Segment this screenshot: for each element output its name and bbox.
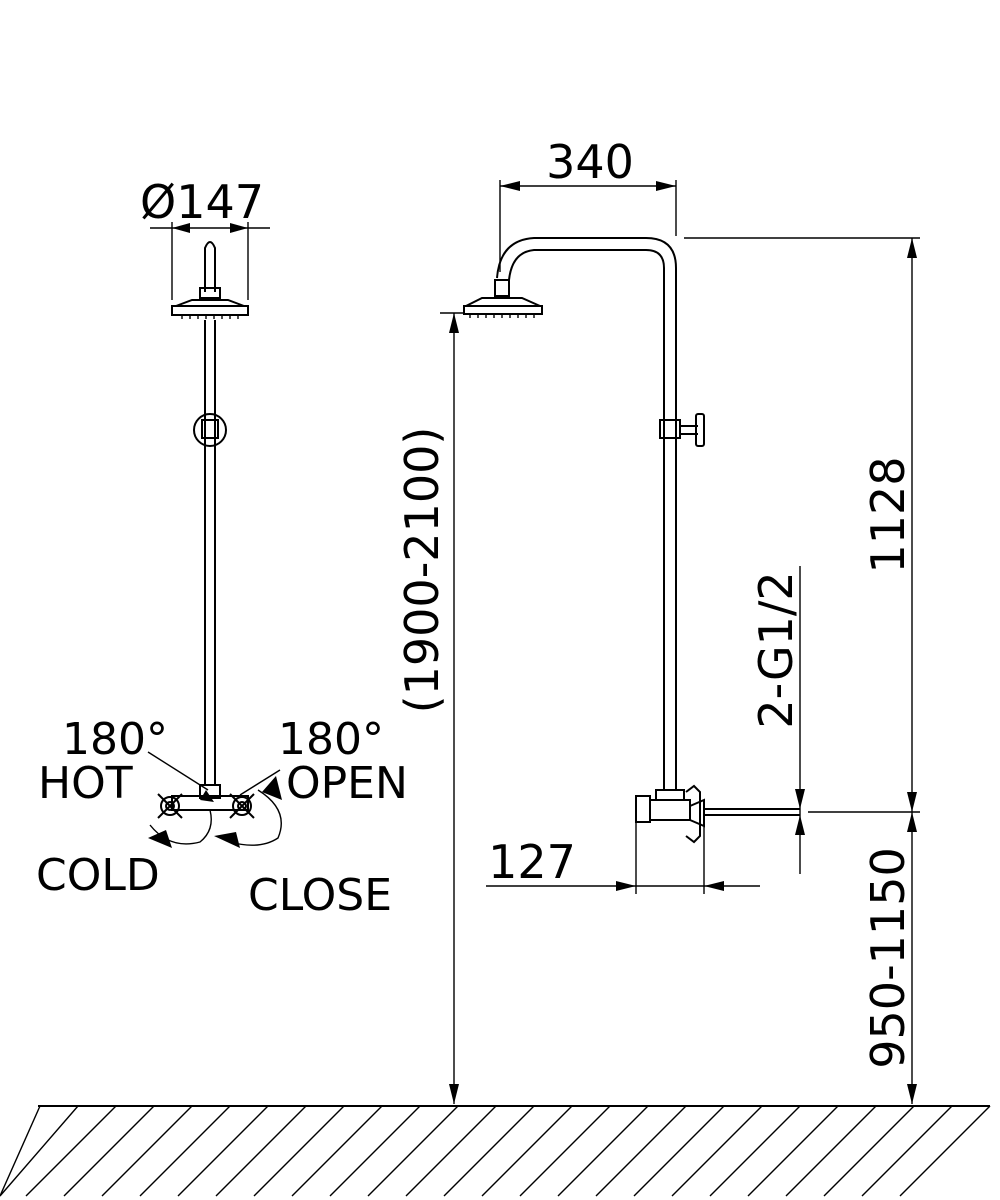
hatch-line — [823, 1105, 915, 1197]
hatch-line — [709, 1105, 801, 1197]
hatch-line — [25, 1105, 117, 1197]
mixer-front — [157, 784, 255, 819]
hatch-line — [215, 1105, 307, 1197]
hatch-line — [595, 1105, 687, 1197]
head-diameter-label: Ø147 — [140, 175, 264, 229]
shower-head-front — [171, 287, 249, 319]
hatch-line — [139, 1105, 231, 1197]
hatch-line — [367, 1105, 459, 1197]
shower-head-side — [463, 279, 543, 318]
mixer-side — [635, 784, 800, 844]
hatch-line — [861, 1105, 953, 1197]
cold-label: COLD — [36, 850, 160, 901]
hatch-line — [177, 1105, 269, 1197]
riser-height-label: 1128 — [861, 456, 915, 573]
dimension-texts: Ø147 340 (1900-2100) 1128 950-1150 2-G1/… — [140, 135, 915, 1069]
floor-hatch — [0, 1105, 991, 1197]
open-label: OPEN — [286, 758, 408, 809]
hatch-line — [443, 1105, 535, 1197]
hatch-line — [899, 1105, 991, 1197]
hatch-line — [481, 1105, 573, 1197]
side-view — [463, 237, 800, 844]
hatch-line — [0, 1105, 41, 1197]
total-height-label: (1900-2100) — [395, 427, 449, 714]
wall-offset-label: 127 — [488, 835, 576, 889]
rotation-indicators — [147, 751, 282, 848]
slider-bracket-front — [193, 413, 227, 447]
hatch-line — [633, 1105, 725, 1197]
dimension-lines — [440, 180, 920, 1104]
diameter-dimension — [150, 222, 270, 300]
hatch-line — [63, 1105, 155, 1197]
hatch-line — [557, 1105, 649, 1197]
hatch-line — [0, 1105, 79, 1197]
hatch-line — [253, 1105, 345, 1197]
hatch-line — [519, 1105, 611, 1197]
arm-reach-label: 340 — [546, 135, 634, 189]
hatch-line — [101, 1105, 193, 1197]
hatch-line — [785, 1105, 877, 1197]
inlet-height-label: 950-1150 — [861, 847, 915, 1068]
hatch-line — [329, 1105, 421, 1197]
slider-bracket-side — [659, 413, 705, 447]
hatch-line — [747, 1105, 839, 1197]
close-label: CLOSE — [248, 870, 392, 921]
hot-label: HOT — [38, 758, 133, 809]
inlet-thread-label: 2-G1/2 — [749, 571, 803, 728]
front-view — [147, 222, 282, 848]
hot-angle-label: 180° — [62, 714, 168, 765]
open-angle-label: 180° — [278, 714, 384, 765]
hatch-line — [405, 1105, 497, 1197]
hatch-line — [671, 1105, 763, 1197]
handle-labels: 180° HOT COLD 180° OPEN CLOSE — [36, 714, 408, 921]
hatch-line — [291, 1105, 383, 1197]
